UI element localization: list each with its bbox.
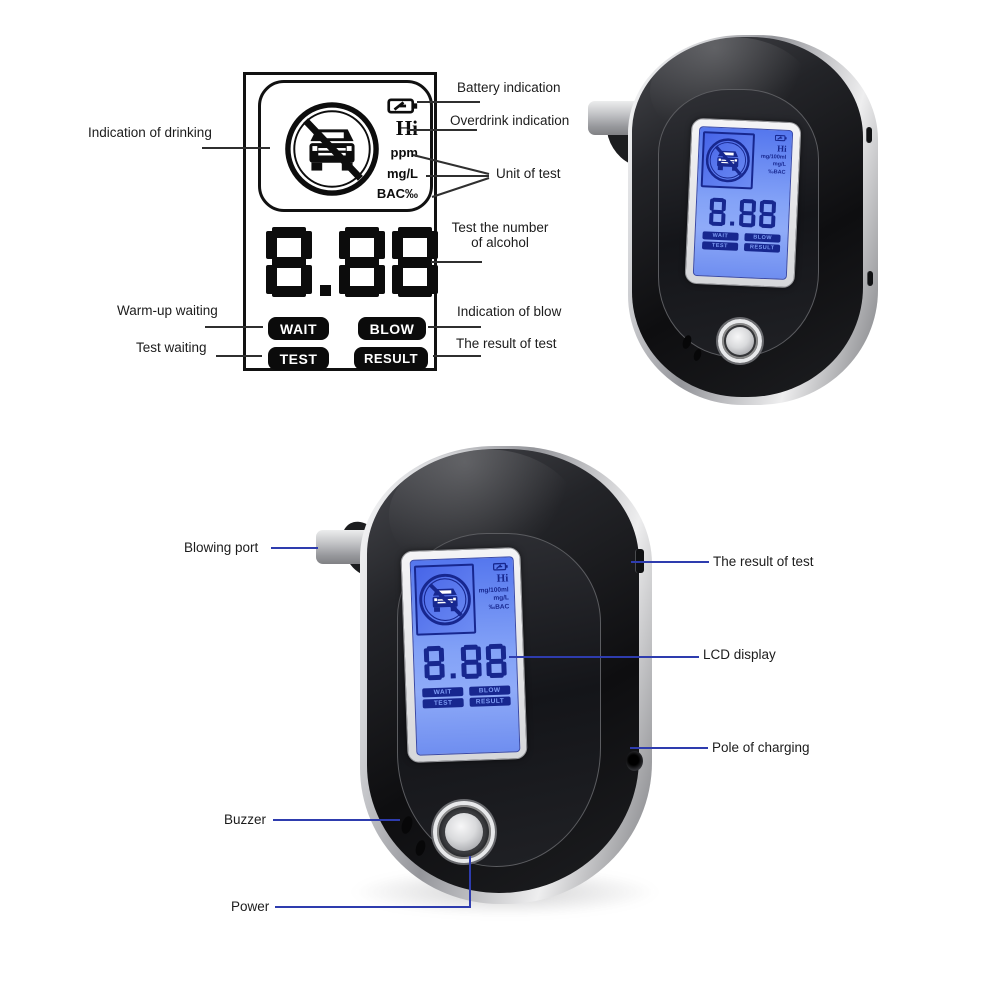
label-blowing-port: Blowing port <box>184 540 259 555</box>
test-badge: TEST <box>701 241 739 251</box>
lcd-legend-diagram: Hi ppm mg/L BAC‰ WAIT BLOW TEST RESULT <box>243 72 438 371</box>
indicator-column: Hi ppm mg/L BAC‰ <box>377 98 418 204</box>
label-test-number: Test the number of alcohol <box>451 220 549 250</box>
charging-pole <box>626 751 643 771</box>
label-result-of-test-diagram: The result of test <box>456 336 557 351</box>
blow-badge: BLOW <box>469 685 511 696</box>
wait-badge: WAIT <box>702 231 739 241</box>
overdrink-indicator: Hi <box>395 116 418 140</box>
no-drinking-car-icon <box>283 100 381 198</box>
label-result-of-test-photo: The result of test <box>713 554 814 569</box>
overdrink-indicator: Hi <box>776 143 787 154</box>
label-test-waiting: Test waiting <box>136 340 207 355</box>
unit-mgl: mg/L <box>386 165 418 181</box>
lcd-display: Hi mg/100ml mg/L ‰BAC WAIT BLOW TEST RES… <box>400 546 528 764</box>
blow-badge: BLOW <box>744 233 781 243</box>
result-badge: RESULT <box>743 243 781 253</box>
indicator-zone: Hi ppm mg/L BAC‰ <box>258 80 433 212</box>
result-badge: RESULT <box>469 696 511 707</box>
label-warm-up-waiting: Warm-up waiting <box>117 303 218 318</box>
label-lcd-display: LCD display <box>703 647 776 662</box>
unit-bac: ‰BAC <box>488 603 510 612</box>
label-buzzer: Buzzer <box>224 812 267 827</box>
result-badge: RESULT <box>354 347 428 370</box>
label-power: Power <box>231 899 270 914</box>
overdrink-indicator: Hi <box>496 572 509 585</box>
power-button <box>433 801 495 863</box>
breathalyzer-photo-top: Hi mg/100ml mg/L ‰BAC WAIT BLOW TEST RES… <box>586 20 896 410</box>
label-indication-of-drinking: Indication of drinking <box>88 125 212 140</box>
battery-icon <box>775 134 787 142</box>
no-drinking-car-icon <box>704 136 752 184</box>
label-pole-of-charging: Pole of charging <box>712 740 810 755</box>
unit-ppm: ppm <box>390 145 418 160</box>
lcd-display: Hi mg/100ml mg/L ‰BAC WAIT BLOW TEST RES… <box>684 117 802 289</box>
unit-bac: ‰BAC <box>768 168 786 176</box>
wait-badge: WAIT <box>268 317 329 340</box>
no-drinking-car-icon <box>417 572 473 628</box>
breathalyzer-photo-bottom: Hi mg/100ml mg/L ‰BAC WAIT BLOW TEST RES… <box>314 424 686 924</box>
alcohol-reading <box>423 643 507 681</box>
label-unit-of-test: Unit of test <box>496 166 561 181</box>
alcohol-reading <box>266 227 438 297</box>
battery-icon <box>493 562 508 571</box>
test-badge: TEST <box>422 698 464 709</box>
alcohol-reading <box>709 197 777 229</box>
result-button-side <box>635 549 644 573</box>
charging-pole-side <box>867 271 873 286</box>
blow-badge: BLOW <box>358 317 426 340</box>
result-button-side <box>866 127 872 143</box>
test-badge: TEST <box>268 347 329 370</box>
unit-bac: BAC‰ <box>376 186 418 201</box>
battery-icon <box>387 98 418 114</box>
wait-badge: WAIT <box>422 687 464 698</box>
label-overdrink-indication: Overdrink indication <box>450 113 570 128</box>
label-indication-of-blow: Indication of blow <box>457 304 562 319</box>
label-battery-indication: Battery indication <box>457 80 561 95</box>
power-button <box>718 319 762 363</box>
leader-unit-3 <box>431 177 490 198</box>
